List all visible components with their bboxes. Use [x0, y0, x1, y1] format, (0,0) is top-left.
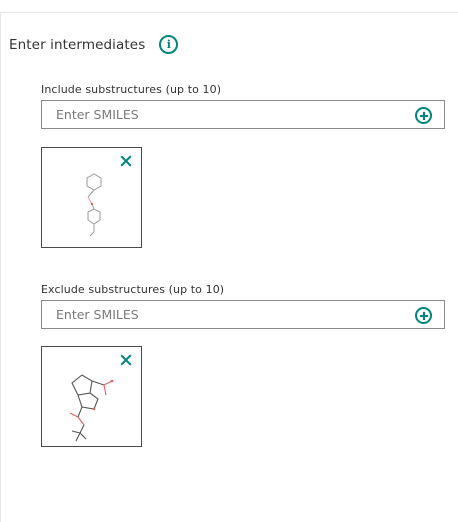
hetero-atom [90, 202, 94, 206]
intermediates-panel: Enter intermediates i Include substructu… [0, 12, 458, 522]
bond [71, 430, 81, 434]
exclude-add-button[interactable] [415, 307, 432, 324]
bond [87, 189, 95, 198]
bond [89, 231, 95, 237]
cyclopentane-ring [71, 374, 93, 396]
exclude-structure-drawing [69, 374, 114, 442]
bond [103, 384, 107, 396]
bond [87, 196, 93, 205]
include-smiles-field [41, 100, 445, 129]
exclude-structure-card[interactable] [41, 346, 142, 447]
panel-title: Enter intermediates [9, 36, 146, 53]
include-structure-drawing [86, 173, 102, 237]
bond [79, 424, 85, 434]
benzene-ring [86, 173, 102, 191]
include-section: Include substructures (up to 10) [41, 83, 445, 129]
bond [91, 380, 105, 386]
include-label: Include substructures (up to 10) [41, 83, 222, 96]
info-icon[interactable]: i [159, 35, 179, 54]
include-add-button[interactable] [415, 107, 432, 124]
exclude-smiles-field [41, 300, 445, 329]
bond [75, 432, 81, 442]
bond [69, 412, 79, 418]
bond [77, 392, 99, 410]
bond [77, 416, 85, 426]
bond [103, 380, 113, 386]
include-structure-card[interactable] [41, 147, 142, 248]
bond [79, 432, 87, 440]
include-smiles-input[interactable] [42, 101, 402, 128]
benzene-ring [87, 208, 101, 225]
exclude-smiles-input[interactable] [42, 301, 402, 328]
exclude-section: Exclude substructures (up to 10) [41, 283, 445, 329]
panel-header: Enter intermediates i [9, 35, 179, 54]
hetero-atom [92, 407, 96, 411]
bond [77, 406, 83, 418]
hetero-atom [110, 379, 114, 383]
exclude-label: Exclude substructures (up to 10) [41, 283, 225, 296]
